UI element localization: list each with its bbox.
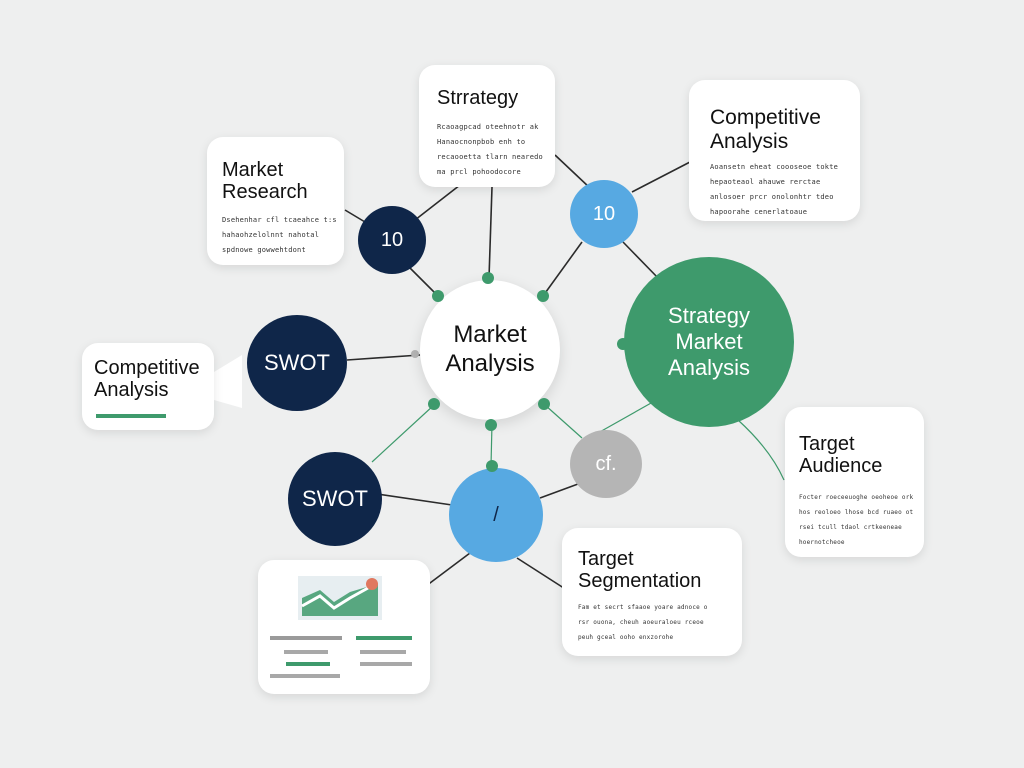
connector-line bbox=[737, 419, 785, 481]
competitive-analysis-card-top[interactable]: Competitive Analysis Aoansetn eheat cooo… bbox=[689, 80, 860, 221]
gray-cf-node[interactable]: cf. bbox=[570, 430, 642, 498]
target-audience-card-title: Target Audience bbox=[799, 433, 883, 478]
target-audience-card-text: Focter roeceeuoghe oeoheoe ork hos reolo… bbox=[799, 494, 914, 546]
dashboard-bar bbox=[270, 636, 342, 640]
market-research-card[interactable]: Market Research Dsehenhar cfl tcaeahce t… bbox=[207, 137, 344, 265]
connector-line bbox=[371, 404, 435, 463]
target-segmentation-card-text: Fam et secrt sfaaoe yoare adnoce o rsr o… bbox=[578, 604, 708, 641]
gray-cf-label: cf. bbox=[595, 452, 617, 475]
dashboard-bar bbox=[270, 674, 340, 678]
competitive-analysis-top-text: Aoansetn eheat coooseoe tokte hepaoteaol… bbox=[710, 163, 839, 216]
dashboard-bar bbox=[360, 650, 406, 654]
connector-line bbox=[622, 241, 661, 281]
connector-line bbox=[369, 492, 453, 506]
connector-line bbox=[414, 184, 461, 221]
connector-dot bbox=[537, 290, 549, 302]
blue-number-node[interactable]: 10 bbox=[570, 180, 638, 248]
connector-dot bbox=[482, 272, 494, 284]
swot-left-label: SWOT bbox=[264, 350, 330, 375]
swot-node-left[interactable]: SWOT bbox=[247, 315, 347, 411]
strategy-card[interactable]: Strrategy Rcaoagpcad oteehnotr ak Hanaoc… bbox=[419, 65, 555, 187]
connector-lines bbox=[344, 154, 691, 593]
competitive-analysis-left-underline bbox=[96, 414, 166, 418]
connector-line bbox=[544, 404, 583, 439]
connector-dot bbox=[538, 398, 550, 410]
target-segmentation-card[interactable]: Target Segmentation Fam et secrt sfaaoe … bbox=[562, 528, 742, 656]
callout-pointer bbox=[214, 355, 242, 408]
navy-number-node[interactable]: 10 bbox=[358, 206, 426, 274]
dashboard-bar bbox=[286, 662, 330, 666]
connector-line bbox=[488, 186, 493, 279]
target-audience-card[interactable]: Target Audience Focter roeceeuoghe oeohe… bbox=[785, 407, 924, 557]
navy-number-label: 10 bbox=[380, 228, 404, 251]
strategy-card-title: Strrategy bbox=[437, 87, 519, 109]
competitive-analysis-card-left[interactable]: Competitive Analysis bbox=[82, 343, 214, 430]
chart-icon-line bbox=[301, 586, 369, 610]
strategy-card-text: Rcaoagpcad oteehnotr ak Hanaocnonpbob en… bbox=[437, 123, 543, 176]
connector-dot bbox=[432, 290, 444, 302]
area-chart-icon bbox=[298, 576, 382, 620]
competitive-analysis-left-title: Competitive Analysis bbox=[94, 357, 200, 402]
blue-number-label: 10 bbox=[592, 202, 616, 225]
connector-dot bbox=[486, 460, 498, 472]
swot-bottom-label: SWOT bbox=[302, 486, 368, 511]
dashboard-bar bbox=[360, 662, 412, 666]
connector-dot bbox=[485, 419, 497, 431]
market-research-card-title: Market Research bbox=[222, 159, 308, 204]
dashboard-bar bbox=[356, 636, 412, 640]
connector-line bbox=[425, 552, 471, 587]
connector-dot bbox=[617, 338, 629, 350]
connector-line bbox=[516, 557, 571, 593]
strategy-market-analysis-node[interactable]: Strategy Market Analysis bbox=[624, 257, 794, 427]
blue-slash-node[interactable]: / bbox=[449, 468, 543, 562]
connector-dot bbox=[428, 398, 440, 410]
connector-line bbox=[539, 483, 579, 499]
chart-icon-marker bbox=[366, 578, 378, 590]
connector-line bbox=[346, 354, 421, 361]
connector-line bbox=[631, 161, 691, 193]
connector-dot bbox=[411, 350, 419, 358]
market-research-card-text: Dsehenhar cfl tcaeahce t:s hahaohzelolnn… bbox=[222, 216, 337, 254]
strategy-market-analysis-label: Strategy Market Analysis bbox=[668, 303, 750, 380]
blue-slash-label: / bbox=[493, 503, 499, 526]
market-analysis-center-label: Market Analysis bbox=[445, 321, 535, 377]
competitive-analysis-top-title: Competitive Analysis bbox=[710, 106, 821, 153]
swot-node-bottom[interactable]: SWOT bbox=[288, 452, 382, 546]
connector-line bbox=[554, 154, 591, 189]
dashboard-card[interactable] bbox=[258, 560, 430, 694]
dashboard-bar bbox=[284, 650, 328, 654]
target-segmentation-card-title: Target Segmentation bbox=[578, 548, 702, 593]
connector-line bbox=[542, 241, 583, 297]
market-analysis-center-node[interactable]: Market Analysis bbox=[420, 280, 560, 420]
